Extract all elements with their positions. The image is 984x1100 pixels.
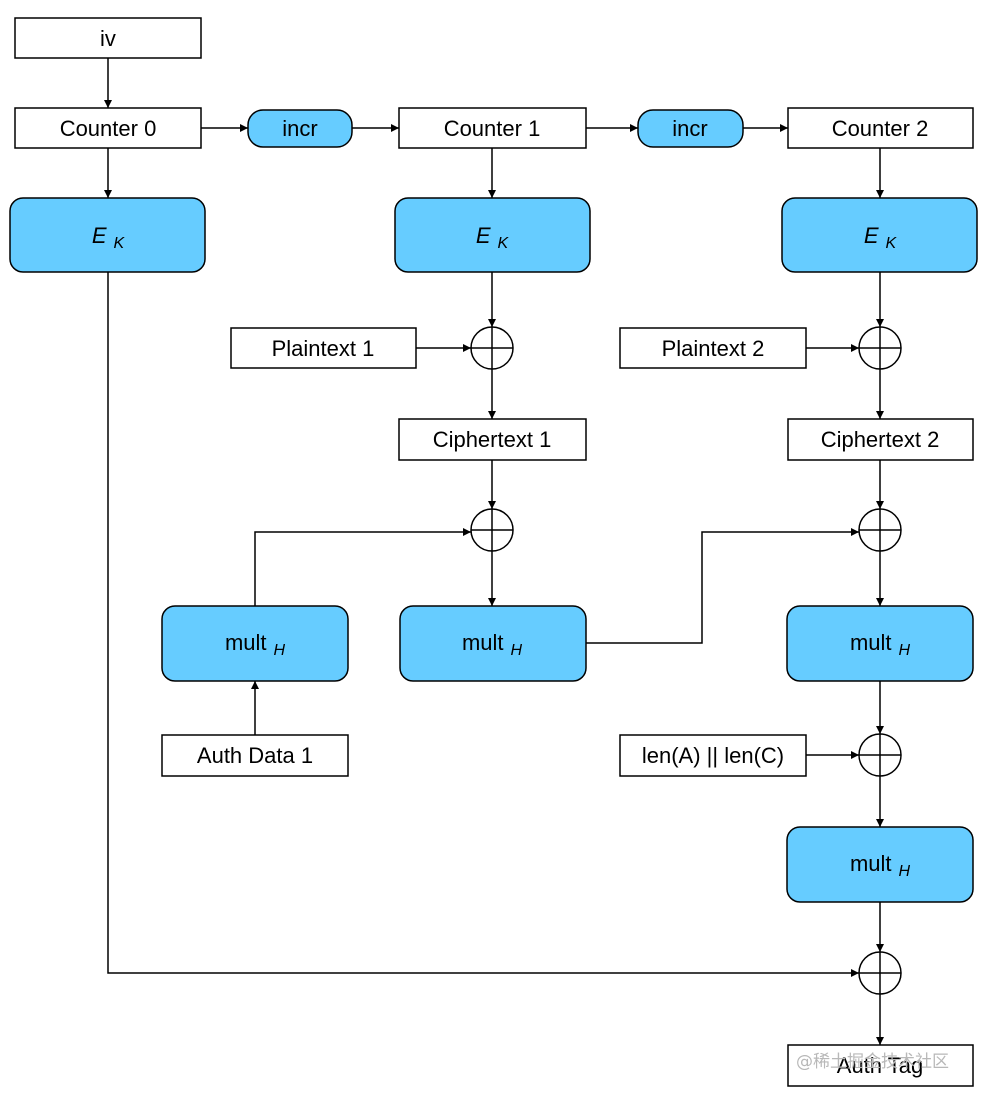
- mult3-label: mult: [850, 851, 892, 876]
- lengths-label: len(A) || len(C): [642, 743, 784, 768]
- ciphertext2-box: Ciphertext 2: [787, 418, 974, 461]
- incr1-block: incr: [247, 109, 353, 148]
- ek2-subscript: K: [886, 235, 898, 252]
- auth-data1-label: Auth Data 1: [197, 743, 313, 768]
- arrow-mult1-to-xor4: [586, 528, 859, 644]
- mult2-label: mult: [850, 630, 892, 655]
- plaintext1-box: Plaintext 1: [230, 327, 417, 369]
- xor-icon: [858, 508, 902, 552]
- iv-box: iv: [14, 17, 202, 59]
- watermark: @稀土掘金技术社区: [796, 1052, 949, 1072]
- plaintext2-box: Plaintext 2: [619, 327, 807, 369]
- svg-text:EK: EK: [864, 223, 898, 252]
- svg-text:EK: EK: [476, 223, 510, 252]
- auth-tag-label: Auth Tag: [837, 1053, 923, 1078]
- mult1-subscript: H: [511, 642, 523, 659]
- counter1-box: Counter 1: [398, 107, 587, 149]
- ciphertext1-box: Ciphertext 1: [398, 418, 587, 461]
- xor-icon: [858, 951, 902, 995]
- plaintext2-label: Plaintext 2: [662, 336, 765, 361]
- xor-icon: [858, 733, 902, 777]
- xor-icon: [470, 326, 514, 370]
- counter1-label: Counter 1: [444, 116, 541, 141]
- arrow-mult0-to-xor3: [254, 528, 471, 606]
- ek1-subscript: K: [498, 235, 510, 252]
- arrow-ek0-to-xor6: [107, 272, 859, 977]
- mult-block-0: mult H: [161, 605, 349, 682]
- ek2-label: E: [864, 223, 879, 248]
- xor-icon: [858, 326, 902, 370]
- ek0-subscript: K: [114, 235, 126, 252]
- ek0-label: E: [92, 223, 107, 248]
- plaintext1-label: Plaintext 1: [272, 336, 375, 361]
- xor-icon: [470, 508, 514, 552]
- mult1-label: mult: [462, 630, 504, 655]
- incr2-label: incr: [672, 116, 707, 141]
- mult-block-2: mult H: [786, 605, 974, 682]
- mult-block-1: mult H: [399, 605, 587, 682]
- ciphertext2-label: Ciphertext 2: [821, 427, 940, 452]
- counter0-box: Counter 0: [14, 107, 202, 149]
- svg-text:EK: EK: [92, 223, 126, 252]
- mult3-subscript: H: [899, 863, 911, 880]
- ciphertext1-label: Ciphertext 1: [433, 427, 552, 452]
- counter2-label: Counter 2: [832, 116, 929, 141]
- lengths-box: len(A) || len(C): [619, 734, 807, 777]
- iv-label: iv: [100, 26, 116, 51]
- connectors: [104, 58, 884, 1045]
- mult0-label: mult: [225, 630, 267, 655]
- auth-data1-box: Auth Data 1: [161, 734, 349, 777]
- ek1-label: E: [476, 223, 491, 248]
- counter0-label: Counter 0: [60, 116, 157, 141]
- mult2-subscript: H: [899, 642, 911, 659]
- counter2-box: Counter 2: [787, 107, 974, 149]
- mult0-subscript: H: [274, 642, 286, 659]
- mult-block-3: mult H: [786, 826, 974, 903]
- incr2-block: incr: [637, 109, 744, 148]
- auth-tag-box: Auth Tag: [787, 1044, 974, 1087]
- incr1-label: incr: [282, 116, 317, 141]
